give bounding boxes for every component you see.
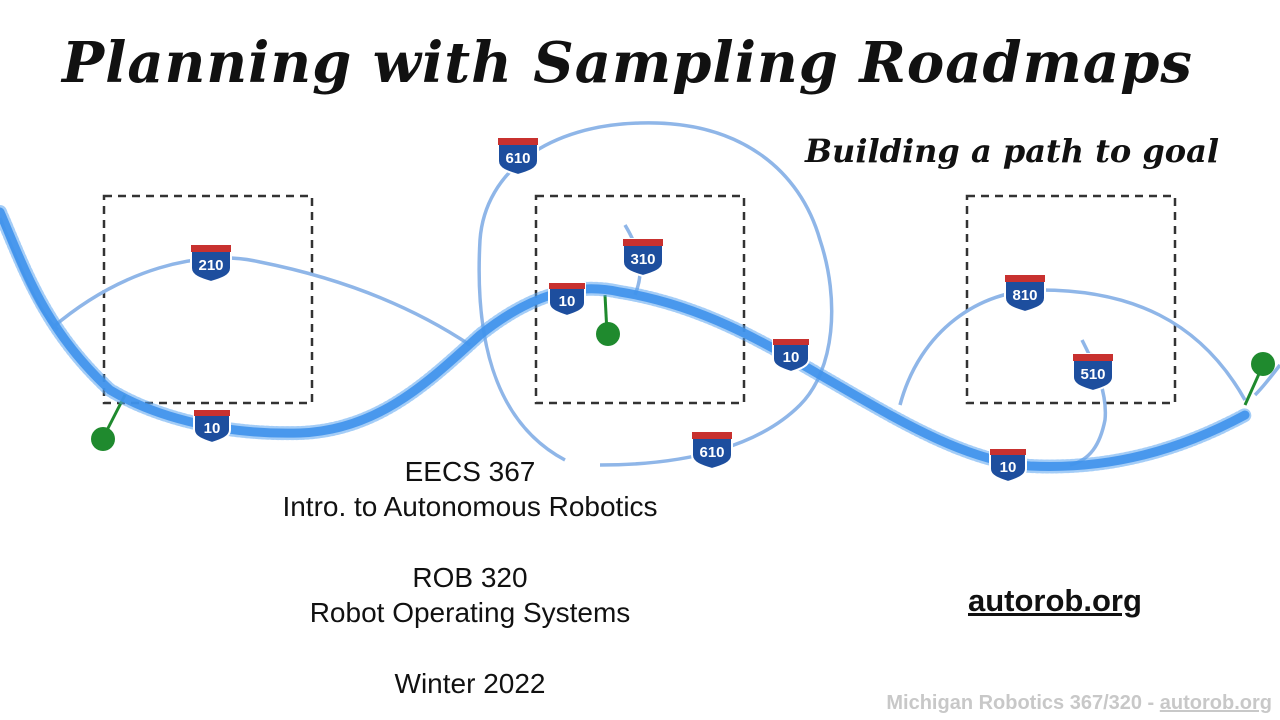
shield-10-c: 10 (772, 338, 810, 374)
obstacle-box-1 (102, 194, 314, 405)
interstate-shields: 210 10 610 310 10 (190, 137, 1114, 484)
intermediate-node (596, 322, 620, 346)
shield-610-bottom: 610 (691, 431, 733, 471)
course-term: Winter 2022 (394, 668, 546, 699)
shield-210: 210 (190, 244, 232, 284)
slide-title: Planning with Sampling Roadmaps (62, 30, 1193, 96)
website-link[interactable]: autorob.org (968, 583, 1142, 618)
shield-label: 610 (699, 444, 724, 461)
shield-label: 810 (1012, 287, 1037, 304)
shield-label: 10 (1000, 459, 1017, 476)
course-name-rob: Robot Operating Systems (309, 597, 631, 628)
shield-10-b: 10 (548, 282, 586, 318)
shield-label: 610 (505, 150, 530, 167)
obstacle-box-3 (965, 194, 1177, 405)
footer-text: Michigan Robotics 367/320 - (886, 692, 1160, 714)
shield-510: 510 (1072, 353, 1114, 393)
slide-subtitle: Building a path to goal (805, 132, 1219, 170)
course-name-eecs: Intro. to Autonomous Robotics (282, 491, 658, 522)
shield-label: 10 (559, 293, 576, 310)
goal-node (1251, 352, 1275, 376)
shield-label: 10 (783, 349, 800, 366)
shield-label: 10 (204, 420, 221, 437)
footer: Michigan Robotics 367/320 - autorob.org (886, 692, 1272, 715)
course-code-eecs: EECS 367 (404, 456, 536, 487)
shield-label: 310 (630, 251, 655, 268)
course-code-rob: ROB 320 (412, 562, 528, 593)
shield-610-top: 610 (497, 137, 539, 177)
start-node (91, 427, 115, 451)
shield-810: 810 (1004, 274, 1046, 314)
obstacle-box-2 (534, 194, 746, 405)
shield-310: 310 (622, 238, 664, 278)
shield-label: 210 (198, 257, 223, 274)
shield-10-d: 10 (989, 448, 1027, 484)
shield-label: 510 (1080, 366, 1105, 383)
footer-link[interactable]: autorob.org (1159, 692, 1272, 714)
shield-10-a: 10 (193, 409, 231, 445)
